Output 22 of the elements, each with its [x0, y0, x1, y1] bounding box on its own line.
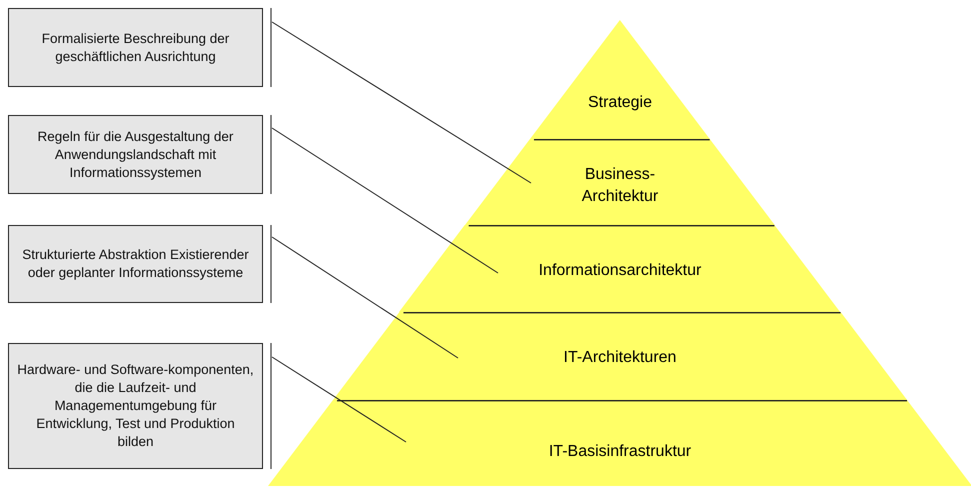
description-text: Formalisierte Beschreibung der geschäftlichen Ausrichtung [40, 30, 230, 66]
pyramid-layer [332, 312, 908, 400]
description-box [8, 115, 263, 194]
leader-line [272, 22, 532, 184]
layer-label: IT-Basisinfrastruktur [548, 442, 692, 462]
layer-label: Business-Architektur [580, 165, 660, 207]
pyramid-layer [530, 20, 710, 139]
leader-line [272, 236, 458, 358]
layer-label: Informationsarchitektur [538, 261, 702, 281]
description-box [8, 225, 263, 303]
description-text: Regeln für die Ausgestaltung der Anwendungslandschaft mit Informationssystemen [36, 128, 234, 182]
description-text: Hardware- und Software-komponenten, die die Laufzeit- und Managementumgebung für Entwicklung, Test und Produktion bilden [16, 361, 255, 451]
leader-line [272, 356, 406, 442]
pyramid-layer [399, 225, 841, 312]
layer-label: IT-Architekturen [562, 348, 678, 368]
description-box [8, 8, 263, 87]
layer-label: Strategie [586, 93, 654, 113]
pyramid-layer [465, 139, 775, 225]
description-text: Strukturierte Abstraktion Existierender oder geplanter Informationssysteme [21, 246, 250, 282]
pyramid-layer [268, 400, 971, 486]
leader-line [272, 128, 498, 274]
description-box [8, 343, 263, 469]
